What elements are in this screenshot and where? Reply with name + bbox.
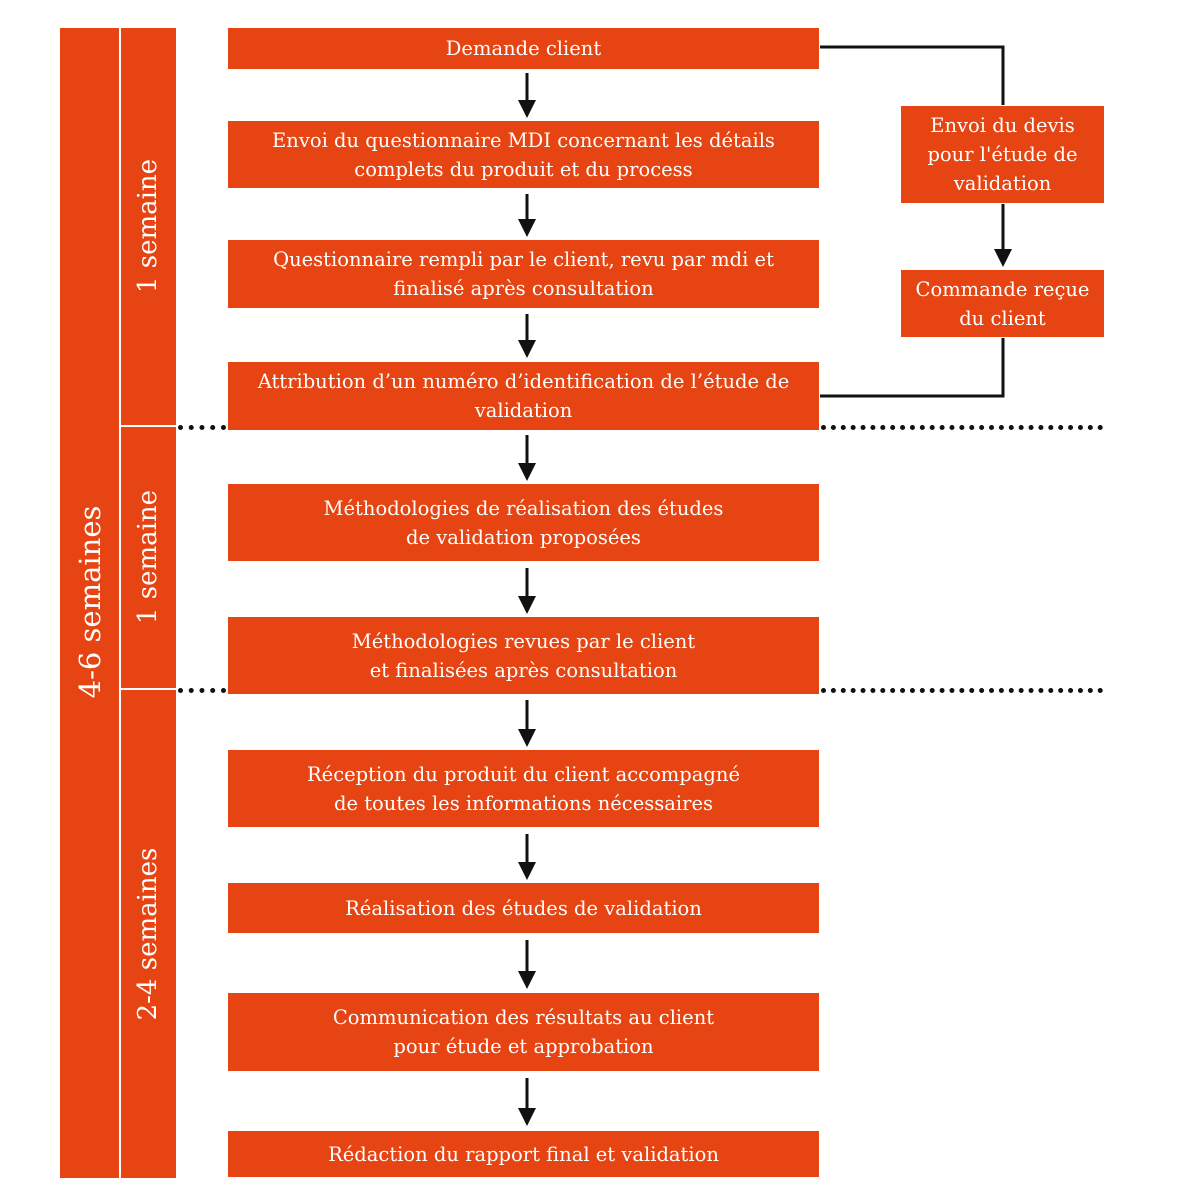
step-demande-client: Demande client bbox=[228, 28, 819, 69]
phase-1-bar bbox=[121, 28, 176, 425]
step-methodologies-proposees: Méthodologies de réalisation des études … bbox=[228, 484, 819, 561]
step-realisation-etudes: Réalisation des études de validation bbox=[228, 883, 819, 933]
step-questionnaire-rempli: Questionnaire rempli par le client, revu… bbox=[228, 240, 819, 308]
step-envoi-questionnaire: Envoi du questionnaire MDI concernant le… bbox=[228, 121, 819, 188]
phase-separator-2-right bbox=[821, 688, 1103, 693]
phase-separator-2-left bbox=[178, 688, 226, 693]
phase-separator-1-left bbox=[178, 425, 226, 430]
phase-separator-1-right bbox=[821, 425, 1103, 430]
step-communication-resultats: Communication des résultats au client po… bbox=[228, 993, 819, 1071]
step-attribution-numero: Attribution d’un numéro d’identification… bbox=[228, 362, 819, 430]
step-redaction-rapport: Rédaction du rapport final et validation bbox=[228, 1131, 819, 1177]
side-step-commande-recue: Commande reçue du client bbox=[901, 270, 1104, 337]
side-step-envoi-devis: Envoi du devis pour l'étude de validatio… bbox=[901, 106, 1104, 203]
phase-3-bar bbox=[121, 690, 176, 1178]
step-methodologies-revues: Méthodologies revues par le client et fi… bbox=[228, 617, 819, 694]
phase-2-bar bbox=[121, 427, 176, 688]
total-duration-bar bbox=[60, 28, 119, 1178]
step-reception-produit: Réception du produit du client accompagn… bbox=[228, 750, 819, 827]
